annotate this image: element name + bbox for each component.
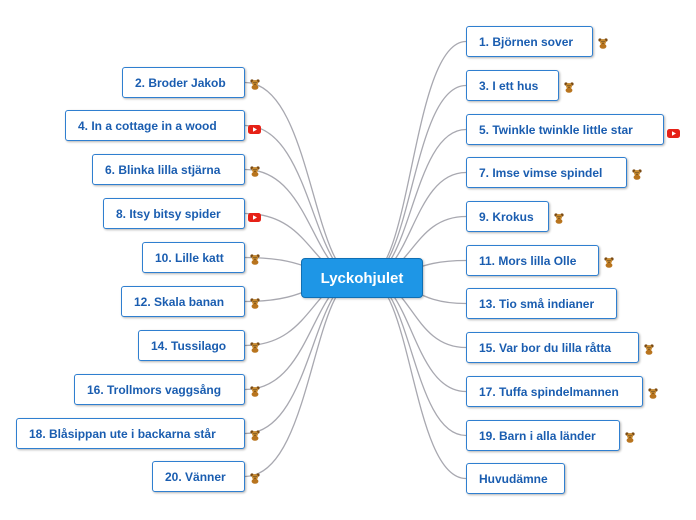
topic-trollmors-vaggsang[interactable]: 16. Trollmors vaggsång (74, 374, 245, 405)
bear-icon[interactable] (249, 296, 261, 309)
topic-in-a-cottage-in-a-wood[interactable]: 4. In a cottage in a wood (65, 110, 245, 141)
bear-icon[interactable] (643, 342, 655, 355)
connector-barn-i-alla-lander (365, 277, 467, 437)
topic-tio-sma-indianer[interactable]: 13. Tio små indianer (466, 288, 617, 319)
youtube-icon[interactable] (248, 209, 261, 222)
topic-huvudamne[interactable]: Huvudämne (466, 463, 565, 494)
topic-mors-lilla-olle[interactable]: 11. Mors lilla Olle (466, 245, 599, 276)
bear-icon[interactable] (249, 471, 261, 484)
connector-in-a-cottage-in-a-wood (244, 124, 359, 279)
central-topic[interactable]: Lyckohjulet (301, 258, 423, 298)
topic-blasippan-ute-i-backarna-star[interactable]: 18. Blåsippan ute i backarna står (16, 418, 245, 449)
connector-twinkle-twinkle-little-star (365, 128, 467, 279)
topic-bjornen-sover[interactable]: 1. Björnen sover (466, 26, 593, 57)
topic-broder-jakob[interactable]: 2. Broder Jakob (122, 67, 245, 98)
topic-vanner[interactable]: 20. Vänner (152, 461, 245, 492)
topic-skala-banan[interactable]: 12. Skala banan (121, 286, 245, 317)
topic-itsy-bitsy-spider[interactable]: 8. Itsy bitsy spider (103, 198, 245, 229)
topic-tuffa-spindelmannen[interactable]: 17. Tuffa spindelmannen (466, 376, 643, 407)
youtube-icon[interactable] (667, 125, 680, 138)
bear-icon[interactable] (603, 255, 615, 268)
topic-twinkle-twinkle-little-star[interactable]: 5. Twinkle twinkle little star (466, 114, 664, 145)
bear-icon[interactable] (249, 77, 261, 90)
topic-imse-vimse-spindel[interactable]: 7. Imse vimse spindel (466, 157, 627, 188)
bear-icon[interactable] (553, 211, 565, 224)
bear-icon[interactable] (624, 430, 636, 443)
bear-icon[interactable] (647, 386, 659, 399)
topic-blinka-lilla-stjarna[interactable]: 6. Blinka lilla stjärna (92, 154, 245, 185)
bear-icon[interactable] (249, 384, 261, 397)
topic-tussilago[interactable]: 14. Tussilago (138, 330, 245, 361)
connector-bjornen-sover (365, 40, 467, 279)
topic-barn-i-alla-lander[interactable]: 19. Barn i alla länder (466, 420, 620, 451)
topic-krokus[interactable]: 9. Krokus (466, 201, 549, 232)
bear-icon[interactable] (249, 340, 261, 353)
connector-huvudamne (365, 277, 467, 480)
bear-icon[interactable] (631, 167, 643, 180)
bear-icon[interactable] (597, 36, 609, 49)
bear-icon[interactable] (563, 80, 575, 93)
topic-var-bor-du-lilla-ratta[interactable]: 15. Var bor du lilla råtta (466, 332, 639, 363)
topic-lille-katt[interactable]: 10. Lille katt (142, 242, 245, 273)
bear-icon[interactable] (249, 252, 261, 265)
topic-i-ett-hus[interactable]: 3. I ett hus (466, 70, 559, 101)
bear-icon[interactable] (249, 164, 261, 177)
youtube-icon[interactable] (248, 121, 261, 134)
bear-icon[interactable] (249, 428, 261, 441)
connector-i-ett-hus (365, 84, 467, 279)
